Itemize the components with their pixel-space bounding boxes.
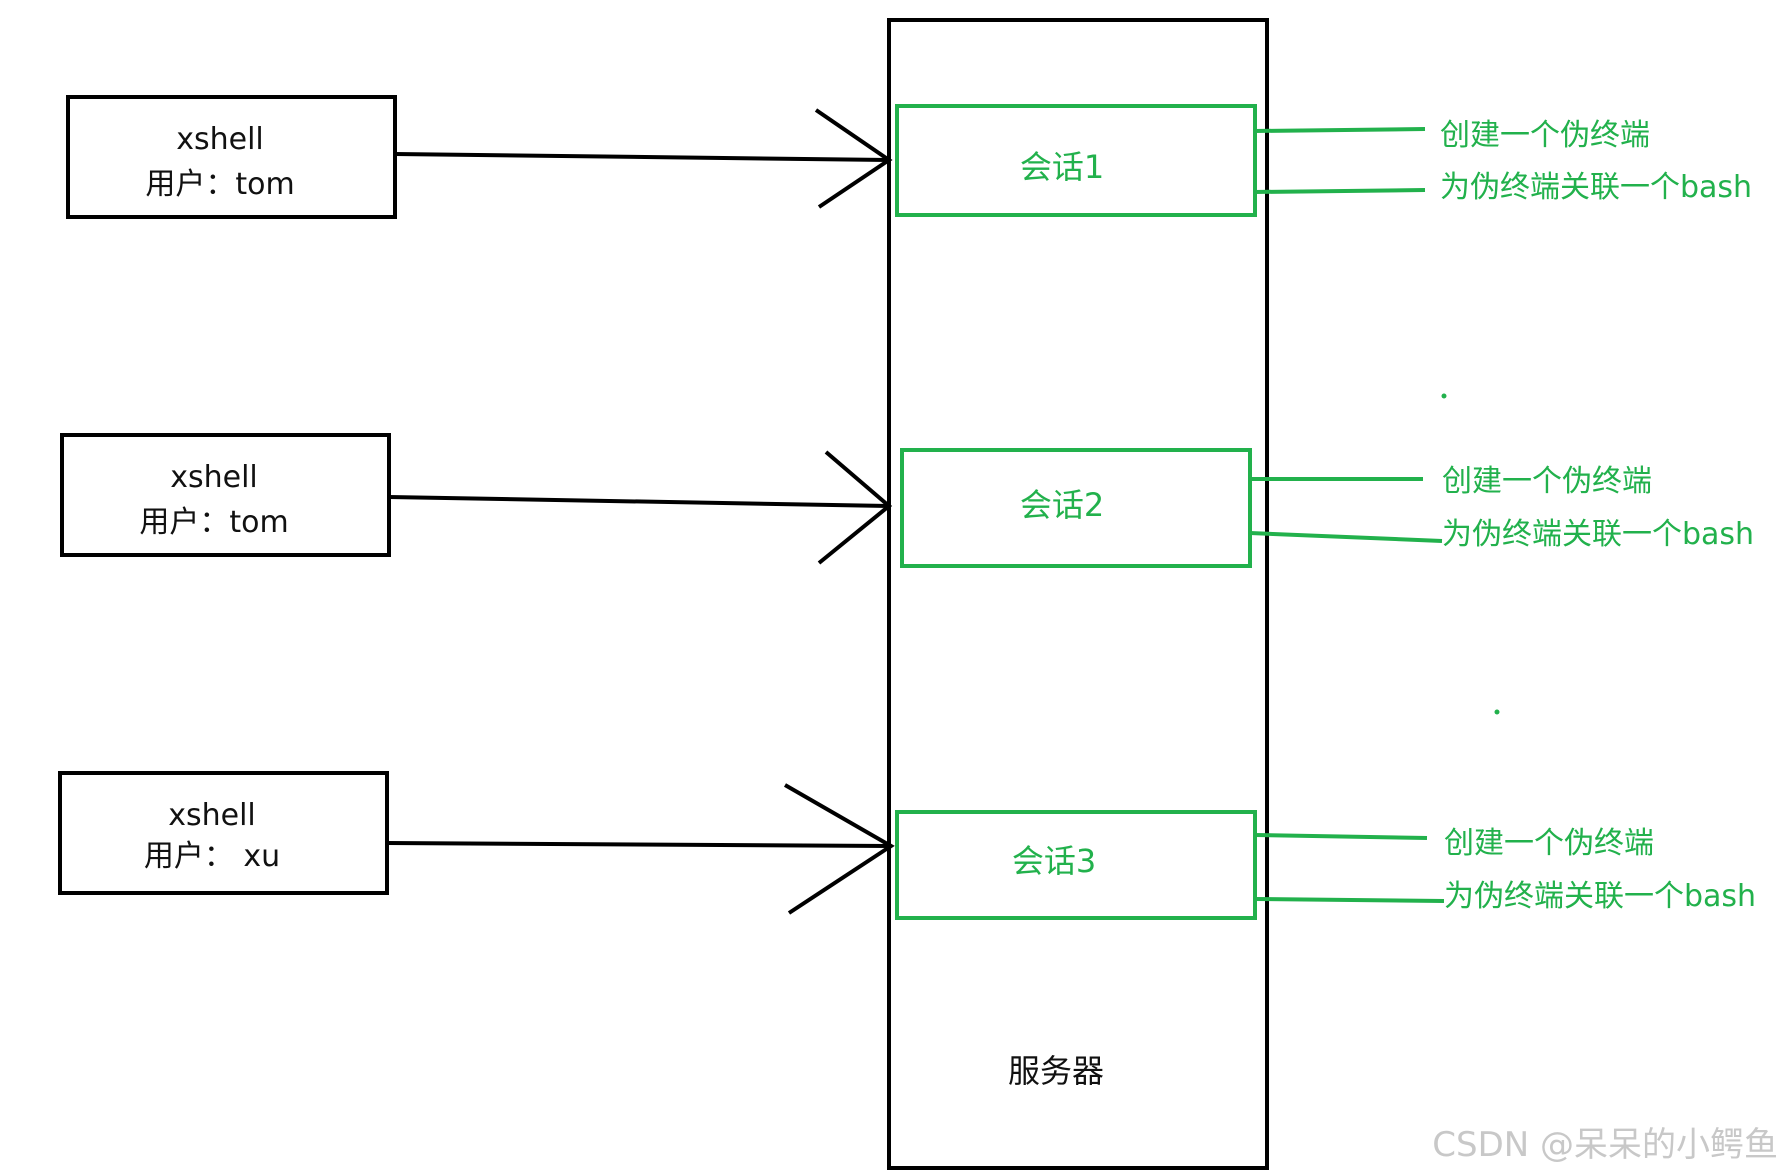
- session-link-3a: [1254, 833, 1428, 840]
- session-label-3: 会话3: [1012, 842, 1096, 880]
- client-box-3: [58, 771, 389, 895]
- session-link-3b: [1254, 897, 1445, 903]
- session-note-3b: 为伪终端关联一个bash: [1444, 879, 1756, 914]
- session-link-1a: [1254, 127, 1426, 133]
- session-box-2: [900, 448, 1252, 568]
- session-note-1a: 创建一个伪终端: [1440, 118, 1650, 153]
- session-note-1b: 为伪终端关联一个bash: [1440, 170, 1752, 205]
- watermark: CSDN @呆呆的小鳄鱼: [1432, 1125, 1778, 1165]
- client-app-label-1: xshell: [176, 122, 264, 157]
- session-node-3: 会话3 创建一个伪终端 为伪终端关联一个bash: [895, 810, 1756, 920]
- client-user-label-1: 用户：tom: [145, 167, 294, 202]
- session-note-2a: 创建一个伪终端: [1442, 464, 1652, 499]
- session-label-1: 会话1: [1020, 148, 1104, 186]
- session-link-2b: [1249, 531, 1443, 543]
- client-user-label-2: 用户：tom: [139, 505, 288, 540]
- client-app-label-3: xshell: [168, 798, 256, 833]
- session-note-2b: 为伪终端关联一个bash: [1442, 517, 1754, 552]
- session-link-1b: [1254, 188, 1426, 194]
- server-box: [887, 18, 1269, 1170]
- session-node-1: 会话1 创建一个伪终端 为伪终端关联一个bash: [895, 104, 1752, 217]
- ellipsis-dot-1: [1441, 393, 1447, 399]
- session-note-3a: 创建一个伪终端: [1444, 826, 1654, 861]
- client-node-2: xshell 用户：tom: [60, 433, 391, 557]
- session-label-2: 会话2: [1020, 486, 1104, 524]
- server-label: 服务器: [1008, 1052, 1104, 1090]
- session-node-2: 会话2 创建一个伪终端 为伪终端关联一个bash: [900, 448, 1754, 568]
- session-box-3: [895, 810, 1257, 920]
- client-node-1: xshell 用户：tom: [66, 95, 397, 219]
- ellipsis-dot-2: [1494, 709, 1500, 715]
- client-user-label-3: 用户： xu: [144, 839, 280, 874]
- connector-arrow-2: [388, 450, 893, 565]
- connector-arrow-1: [394, 108, 893, 209]
- session-box-1: [895, 104, 1257, 217]
- client-node-3: xshell 用户： xu: [58, 771, 389, 895]
- connector-arrow-3: [386, 783, 895, 915]
- client-box-1: [66, 95, 397, 219]
- client-app-label-2: xshell: [170, 460, 258, 495]
- client-box-2: [60, 433, 391, 557]
